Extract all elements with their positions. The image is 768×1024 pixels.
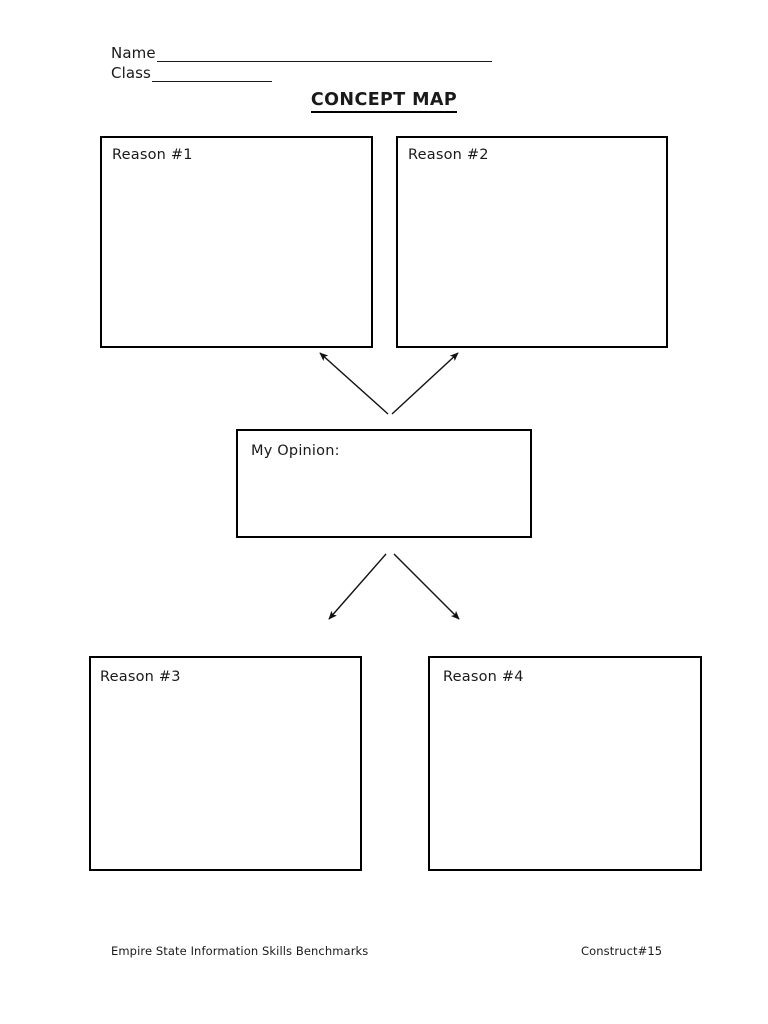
arrow-opinion-to-reason-1 xyxy=(319,352,389,415)
concept-box-label: Reason #4 xyxy=(443,669,524,685)
name-field-row: Name xyxy=(111,44,492,62)
class-field-row: Class xyxy=(111,64,272,82)
concept-box-reason-1[interactable]: Reason #1 xyxy=(100,136,373,348)
concept-box-label: Reason #1 xyxy=(112,147,193,163)
name-label: Name xyxy=(111,44,156,62)
arrow-opinion-to-reason-2 xyxy=(391,352,459,415)
concept-box-label: Reason #2 xyxy=(408,147,489,163)
concept-box-reason-4[interactable]: Reason #4 xyxy=(428,656,702,871)
concept-box-label: My Opinion: xyxy=(251,443,340,459)
page-footer: Empire State Information Skills Benchmar… xyxy=(0,944,768,962)
class-label: Class xyxy=(111,64,151,82)
concept-box-reason-2[interactable]: Reason #2 xyxy=(396,136,668,348)
footer-source-text: Empire State Information Skills Benchmar… xyxy=(111,944,369,958)
arrow-opinion-to-reason-4 xyxy=(393,553,460,620)
page-title-text: CONCEPT MAP xyxy=(310,90,458,113)
footer-construct-id: Construct#15 xyxy=(581,944,663,958)
arrow-opinion-to-reason-3 xyxy=(328,553,387,620)
page-title: CONCEPT MAP xyxy=(0,90,768,113)
concept-box-reason-3[interactable]: Reason #3 xyxy=(89,656,362,871)
name-input-rule[interactable] xyxy=(156,49,492,62)
concept-box-opinion[interactable]: My Opinion: xyxy=(236,429,532,538)
class-input-rule[interactable] xyxy=(151,69,272,82)
concept-box-label: Reason #3 xyxy=(100,669,181,685)
